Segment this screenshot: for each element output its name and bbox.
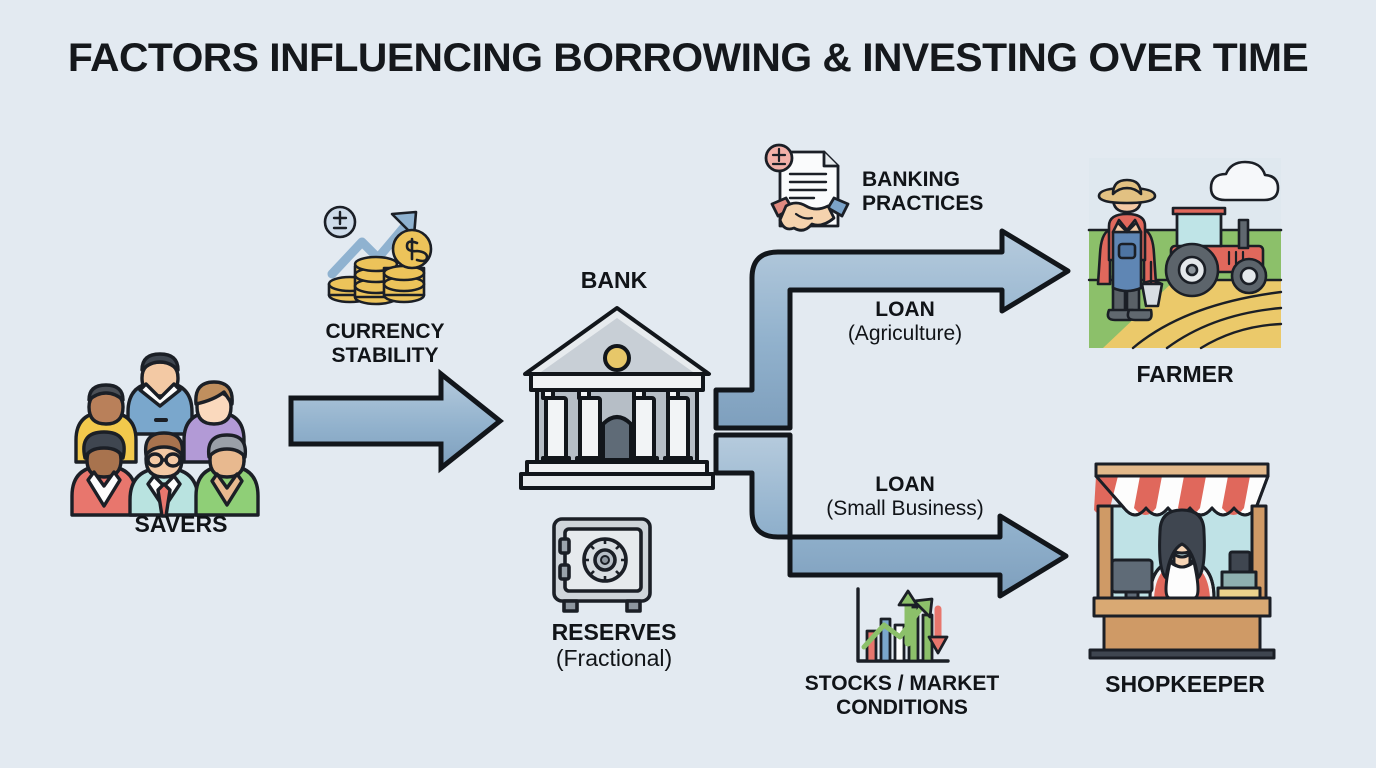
- shopkeeper-label: SHOPKEEPER: [1105, 671, 1265, 697]
- savers-label: SAVERS: [134, 511, 228, 537]
- arrow-bank-to-farmer: [713, 228, 1071, 431]
- bank-icon: [517, 300, 717, 495]
- bank-building-icon: [519, 306, 715, 490]
- coins-growth-icon: [323, 205, 433, 306]
- shopkeeper-icon: [1082, 450, 1282, 662]
- farmer-tractor-icon: [1087, 158, 1283, 350]
- reserves-sublabel: (Fractional): [555, 644, 673, 671]
- reserves-label: RESERVES (Fractional): [551, 619, 677, 671]
- farmer-icon: [1087, 158, 1283, 350]
- farmer-label: FARMER: [1136, 361, 1234, 387]
- people-group-icon: [70, 352, 260, 518]
- market-stall-icon: [1088, 462, 1276, 660]
- bank-label: BANK: [580, 267, 648, 293]
- stock-chart-icon: [856, 587, 950, 663]
- banking-practices-label: BANKING PRACTICES: [862, 168, 984, 215]
- reserves-icon: [548, 515, 656, 615]
- safe-vault-icon: [552, 517, 652, 613]
- handshake-document-icon: [764, 143, 850, 232]
- currency-stability-label: CURRENCY STABILITY: [325, 320, 445, 367]
- banking-practices-icon: [762, 142, 858, 234]
- loan-small-business-sublabel: (Small Business): [826, 496, 984, 520]
- stocks-market-icon: [850, 585, 954, 669]
- page-title: FACTORS INFLUENCING BORROWING & INVESTIN…: [67, 36, 1309, 80]
- arrow-bank-to-shopkeeper: [713, 432, 1069, 599]
- loan-agriculture-sublabel: (Agriculture): [847, 321, 963, 345]
- loan-small-business-label: LOAN (Small Business): [826, 473, 984, 520]
- stocks-market-label: STOCKS / MARKET CONDITIONS: [804, 672, 1000, 719]
- savers-icon: [66, 300, 301, 518]
- arrow-savers-to-bank: [288, 368, 505, 474]
- loan-agriculture-label: LOAN (Agriculture): [847, 298, 963, 345]
- currency-stability-icon: [318, 196, 448, 316]
